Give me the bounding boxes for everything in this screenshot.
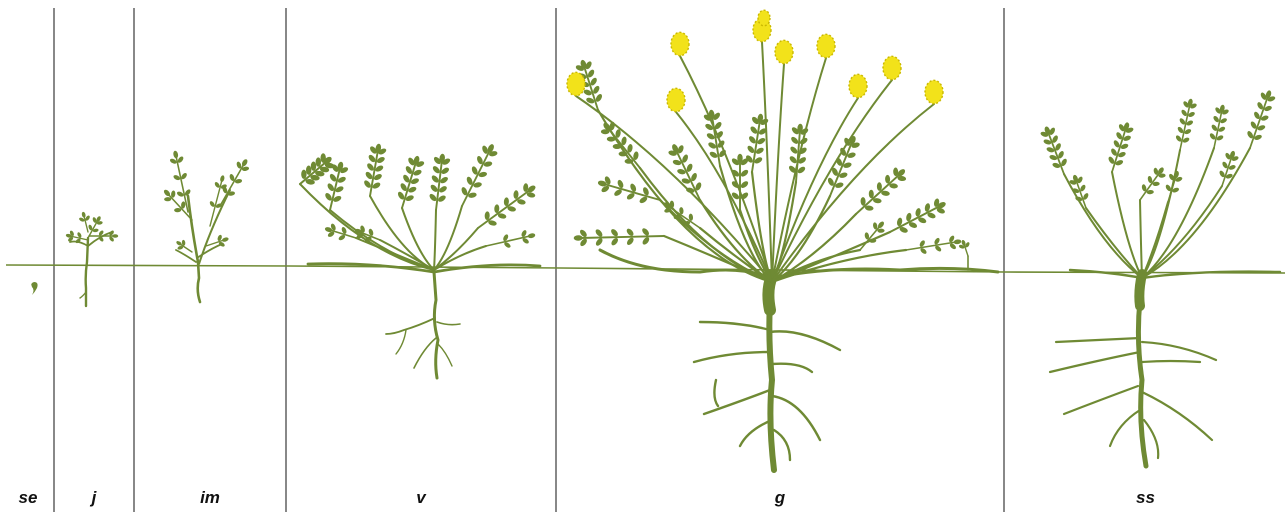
- lateral-root: [700, 322, 770, 330]
- leaflet: [641, 227, 650, 237]
- leaflet: [174, 208, 181, 213]
- lateral-root: [1142, 361, 1200, 362]
- leaf-rachis: [580, 236, 664, 238]
- terminal-leaflet: [953, 239, 961, 245]
- juvenile-stem: [86, 238, 88, 306]
- stage-label-se: se: [2, 486, 54, 510]
- lateral-root: [396, 330, 406, 354]
- plant-g: [567, 10, 998, 470]
- lateral-root: [1064, 386, 1138, 414]
- lateral-root: [714, 380, 718, 406]
- flower-head: [883, 56, 901, 79]
- leaflet: [625, 227, 634, 237]
- flower-head: [849, 74, 867, 97]
- leaf-rachis: [478, 190, 530, 228]
- lateral-root: [1142, 342, 1216, 360]
- plant-se: [31, 282, 37, 295]
- leaflet: [860, 197, 865, 206]
- leaflet: [740, 169, 750, 178]
- leaf-rachis: [890, 206, 940, 232]
- lateral-root: [740, 420, 772, 446]
- terminal-leaflet: [241, 158, 249, 167]
- plant-ss: [1040, 90, 1280, 466]
- leaflet: [610, 237, 619, 247]
- immature-branch: [176, 250, 196, 262]
- leaf-rachis: [856, 174, 900, 214]
- leaflet: [869, 239, 876, 243]
- stage-label-ss: ss: [1004, 486, 1287, 510]
- stage-label-im: im: [134, 486, 286, 510]
- leaflet: [316, 157, 321, 166]
- plant-im: [163, 150, 250, 302]
- lateral-root: [694, 352, 770, 362]
- leaflet: [877, 182, 882, 191]
- lateral-root: [1110, 410, 1140, 446]
- seed: [31, 282, 37, 295]
- lateral-root: [774, 430, 790, 460]
- lateral-root: [437, 322, 460, 325]
- flower-head: [671, 32, 689, 55]
- leaflet: [610, 228, 619, 238]
- terminal-leaflet: [221, 237, 229, 243]
- leaf-rachis: [462, 150, 490, 206]
- ground-runner: [1070, 270, 1280, 278]
- lateral-root: [1050, 352, 1140, 372]
- ss-stem: [1140, 200, 1142, 278]
- terminal-leaflet: [527, 233, 535, 239]
- terminal-leaflet: [173, 150, 179, 158]
- flower-head: [817, 34, 835, 57]
- leaflet: [301, 170, 306, 179]
- lateral-root: [770, 331, 840, 350]
- taproot: [434, 272, 438, 378]
- leaf-rachis: [608, 128, 640, 168]
- ss-stem: [1142, 186, 1222, 278]
- ss-stem: [1086, 208, 1142, 278]
- flower-head: [775, 40, 793, 63]
- terminal-leaflet: [81, 211, 86, 218]
- taproot: [1138, 300, 1146, 466]
- leaflet: [740, 180, 750, 189]
- leaflet: [877, 229, 884, 233]
- flower-head: [925, 80, 943, 103]
- v-stem: [434, 210, 436, 270]
- flower-head: [758, 10, 770, 26]
- plant-j: [65, 211, 118, 306]
- leaflet: [869, 190, 874, 199]
- plants: [31, 10, 1280, 470]
- leaflet: [311, 161, 316, 170]
- v-stem: [434, 228, 478, 270]
- stage-label-j: j: [54, 486, 134, 510]
- terminal-leaflet: [112, 234, 118, 238]
- lateral-root: [438, 344, 452, 366]
- terminal-leaflet: [220, 175, 226, 183]
- leaf-rachis: [906, 242, 956, 250]
- lateral-root: [386, 318, 435, 334]
- flower-head: [567, 72, 585, 95]
- leaflet: [626, 236, 635, 246]
- flower-head: [667, 88, 685, 111]
- taproot: [769, 300, 774, 470]
- lateral-root: [414, 338, 436, 368]
- v-stem: [434, 206, 462, 270]
- terminal-leaflet: [737, 154, 742, 163]
- immature-stem: [188, 196, 200, 302]
- lateral-root: [1056, 338, 1140, 342]
- stage-label-v: v: [286, 486, 556, 510]
- terminal-leaflet: [574, 235, 583, 241]
- plant-v: [300, 143, 540, 378]
- immature-branch: [197, 244, 222, 258]
- lateral-root: [772, 364, 812, 372]
- stage-label-g: g: [556, 486, 1004, 510]
- leaflet: [306, 165, 311, 174]
- leaflet: [594, 228, 603, 238]
